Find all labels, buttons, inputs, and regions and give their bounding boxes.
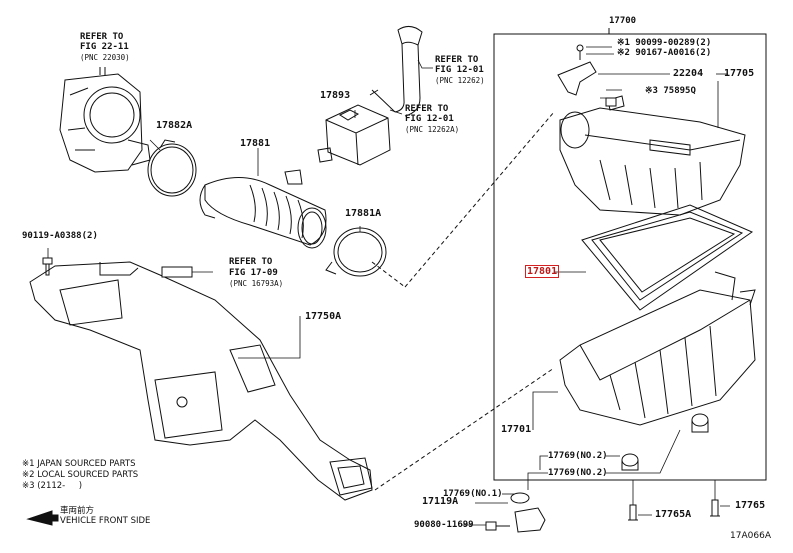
front-label-jp: 車両前方	[60, 506, 95, 516]
part-17765[interactable]: 17765	[735, 500, 766, 511]
ref-fig17-line1: REFER TO	[229, 257, 273, 267]
part-22204[interactable]: 22204	[673, 68, 704, 79]
clamp-17881a-drawing	[326, 228, 386, 276]
ref-fig22-line2: FIG 22-11	[80, 42, 129, 52]
ref-fig12a-line3: (PNC 12262)	[435, 76, 485, 85]
assembly-group-box	[494, 34, 766, 480]
sensor-bracket-drawing	[558, 45, 624, 110]
diagram-code: 17A066A	[730, 531, 771, 541]
part-90080[interactable]: 90080-11699	[414, 520, 474, 530]
note-1: ※1 JAPAN SOURCED PARTS	[22, 459, 136, 469]
ref-fig12b-line3: (PNC 12262A)	[405, 125, 460, 134]
part-17769-no2-a[interactable]: 17769(NO.2)	[548, 451, 608, 461]
part-17801-highlighted[interactable]: 17801	[524, 265, 560, 278]
part-17765a[interactable]: 17765A	[655, 509, 692, 520]
part-90119[interactable]: 90119-A0388(2)	[22, 231, 98, 241]
part-90167[interactable]: ※2 90167-A0016(2)	[617, 48, 712, 58]
leader-lines	[48, 47, 730, 525]
ref-fig22-line3: (PNC 22030)	[80, 53, 130, 62]
ref-fig22-line1: REFER TO	[80, 32, 124, 42]
ref-fig12a-line1: REFER TO	[435, 55, 479, 65]
pcv-hose-drawing	[370, 26, 422, 116]
intake-hose-drawing	[200, 170, 326, 248]
air-cleaner-case-drawing	[560, 272, 755, 425]
front-label-en: VEHICLE FRONT SIDE	[60, 516, 151, 526]
part-17119a[interactable]: 17119A	[422, 496, 459, 507]
sourcing-notes: ※1 JAPAN SOURCED PARTS ※2 LOCAL SOURCED …	[22, 459, 138, 492]
part-90099[interactable]: ※1 90099-00289(2)	[617, 38, 712, 48]
part-17881a[interactable]: 17881A	[345, 208, 382, 219]
ref-fig12a-line2: FIG 12-01	[435, 65, 484, 75]
ref-fig12b-line2: FIG 12-01	[405, 114, 454, 124]
air-filter-element-drawing	[582, 205, 752, 310]
resonator-drawing	[318, 105, 390, 165]
air-cleaner-cap-drawing	[560, 108, 745, 215]
ref-fig17-line2: FIG 17-09	[229, 268, 278, 278]
note-3: ※3 (2112- )	[22, 481, 83, 491]
front-arrow-icon	[28, 511, 58, 525]
clamp-17882a-drawing	[148, 140, 196, 196]
part-17769-no2-b[interactable]: 17769(NO.2)	[548, 468, 608, 478]
part-17705[interactable]: 17705	[724, 68, 755, 79]
pin-drawings	[628, 500, 720, 520]
part-17701[interactable]: 17701	[501, 424, 532, 435]
part-17881[interactable]: 17881	[240, 138, 271, 149]
mount-bracket-drawing	[486, 508, 545, 532]
vehicle-front-legend: 車両前方 VEHICLE FRONT SIDE	[22, 506, 150, 526]
part-17893[interactable]: 17893	[320, 90, 351, 101]
note-2: ※2 LOCAL SOURCED PARTS	[22, 470, 139, 480]
bolt-90119-drawing	[43, 258, 52, 275]
air-duct-drawing	[30, 262, 372, 500]
group-title-17700: 17700	[609, 16, 637, 26]
part-17769-no1[interactable]: 17769(NO.1)	[443, 489, 503, 499]
part-75895q[interactable]: ※3 75895Q	[645, 86, 696, 96]
part-17750a[interactable]: 17750A	[305, 311, 342, 322]
grommet-drawings	[511, 414, 708, 503]
ref-fig17-line3: (PNC 16793A)	[229, 279, 284, 288]
part-17882a[interactable]: 17882A	[156, 120, 193, 131]
ref-fig12b-line1: REFER TO	[405, 104, 449, 114]
throttle-body-drawing	[60, 67, 150, 172]
